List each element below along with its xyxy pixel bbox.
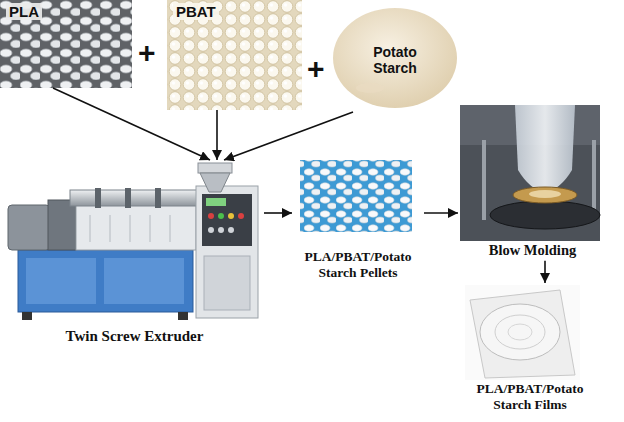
pla-photo (0, 0, 132, 88)
cabinet-door (204, 256, 250, 310)
starch-shade (356, 83, 384, 93)
panel-button (208, 213, 214, 219)
housing-vent (150, 215, 151, 242)
node-label: PLA (6, 3, 42, 20)
pellets-product: PLA/PBAT/Potato Starch Pellets (292, 160, 424, 282)
node-label: Blow Molding (458, 242, 607, 259)
blend-pellets (300, 160, 412, 232)
heater-band (95, 188, 101, 208)
housing-vent (90, 215, 91, 242)
film-spiral (508, 324, 532, 340)
pbat-material-photo: PBAT (167, 0, 302, 110)
film-spiral (495, 315, 545, 349)
panel-button (218, 213, 224, 219)
machine-ground (460, 105, 600, 241)
machine-platform (490, 201, 600, 229)
pla-pellets (0, 0, 132, 88)
extruder-picture (8, 163, 258, 320)
node-label: PLA/PBAT/Potato Starch Pellets (292, 249, 424, 280)
housing-vent (130, 215, 131, 242)
flow-arrow (544, 261, 546, 283)
pbat-pellets (167, 0, 302, 110)
node-label: Twin Screw Extruder (5, 328, 264, 345)
flow-arrow (224, 112, 353, 160)
panel-knob (218, 227, 224, 233)
panel-knob (208, 227, 214, 233)
pbat-photo (167, 0, 302, 110)
flow-arrow (424, 212, 458, 214)
node-label: PBAT (173, 3, 219, 20)
plus-sign: + (138, 38, 156, 68)
extruder-stand (18, 250, 193, 312)
extruder-machine: Twin Screw Extruder (5, 160, 264, 347)
node-label: PLA/PBAT/Potato Starch Films (462, 381, 598, 412)
starch-photo (330, 0, 460, 112)
die-center (529, 190, 561, 198)
panel-knob (228, 227, 234, 233)
housing-vent (170, 215, 171, 242)
extruder-hopper (200, 173, 230, 192)
panel-button (228, 213, 234, 219)
stand-panel (104, 258, 184, 304)
extruder-foot (178, 312, 188, 320)
films-photo (465, 285, 580, 380)
extruder-barrel (70, 190, 205, 206)
stand-panel (26, 258, 96, 304)
films-ground (465, 285, 580, 380)
extruder-foot (22, 312, 32, 320)
node-label: Potato Starch (355, 44, 435, 76)
starch-ground (330, 0, 460, 112)
label-slot: + (307, 54, 325, 84)
housing-vent (110, 215, 111, 242)
plus-sign: + (307, 54, 325, 84)
starch-powder (333, 8, 457, 108)
extruder-gearbox (48, 200, 76, 250)
hopper-rim (198, 163, 232, 173)
pellets-photo (300, 160, 412, 232)
heater-band (125, 188, 131, 208)
flow-arrow (216, 110, 218, 160)
heater-band (155, 188, 161, 208)
panel-display (206, 198, 226, 206)
machine-rod (482, 140, 486, 220)
starch-material-photo: Potato Starch (330, 0, 460, 112)
flow-arrow (264, 212, 292, 214)
pla-material-photo: PLA (0, 0, 132, 88)
die-ring (513, 187, 577, 203)
panel-button (238, 213, 244, 219)
films-product: PLA/PBAT/Potato Starch Films (462, 283, 598, 414)
extruder-motor (8, 205, 50, 250)
blow-molding-photo (460, 105, 600, 241)
film-roll (480, 304, 560, 360)
film-sheet (470, 290, 575, 378)
label-slot: + (138, 38, 156, 68)
control-panel (202, 194, 252, 246)
flow-arrow (53, 88, 210, 160)
blow-molding-machine: Blow Molding (458, 105, 607, 261)
control-cabinet (196, 186, 258, 318)
film-bubble (515, 105, 575, 192)
barrel-housing (76, 205, 196, 250)
